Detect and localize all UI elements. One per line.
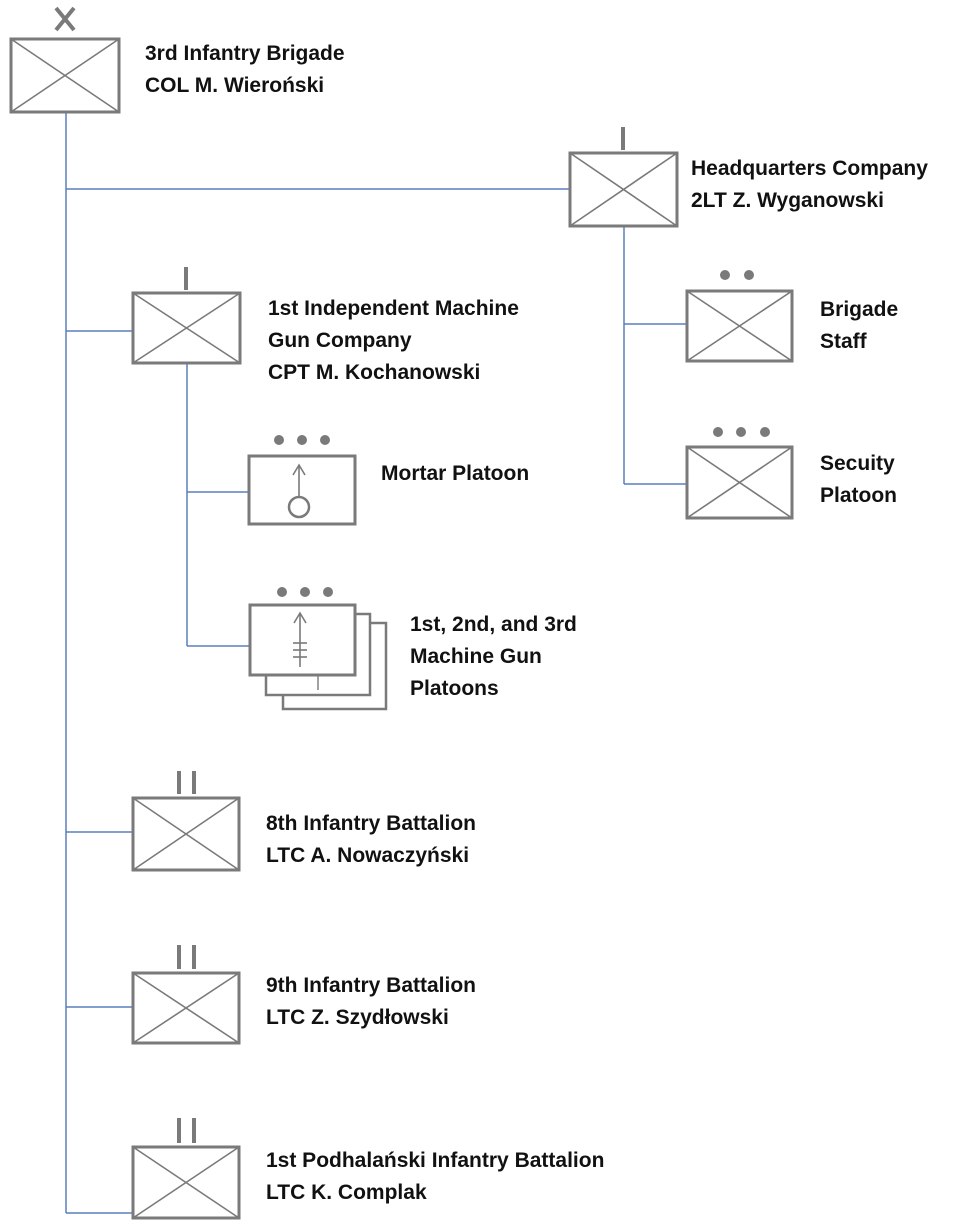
echelon-dot xyxy=(736,427,746,437)
infantry-cross-line xyxy=(132,797,240,871)
unit-commander: COL M. Wieroński xyxy=(145,74,325,97)
unit-symbol-mortar-platoon xyxy=(247,454,357,526)
unit-name-2: Gun Company xyxy=(268,329,412,352)
unit-frame xyxy=(247,454,357,526)
unit-label-8th-battalion: 8th Infantry Battalion LTC A. Nowaczyńsk… xyxy=(266,808,476,872)
unit-label-security-platoon: Secuity Platoon xyxy=(820,448,897,512)
infantry-cross-line xyxy=(132,972,240,1044)
unit-name: 1st Podhalański Infantry Battalion xyxy=(266,1149,605,1172)
echelon-dot xyxy=(744,270,754,280)
unit-label-mg-platoons: 1st, 2nd, and 3rd Machine Gun Platoons xyxy=(410,609,577,705)
unit-symbol-security-platoon xyxy=(685,445,794,520)
unit-name-3: Platoons xyxy=(410,677,499,700)
echelon-dot xyxy=(277,587,287,597)
connector-lines xyxy=(65,112,687,1214)
echelon-dot xyxy=(320,435,330,445)
echelon-dot xyxy=(720,270,730,280)
unit-name: Headquarters Company xyxy=(691,157,928,180)
unit-name-2: Staff xyxy=(820,330,867,353)
unit-label-mortar-platoon: Mortar Platoon xyxy=(381,458,529,490)
echelon-dot xyxy=(713,427,723,437)
unit-symbol-brigade xyxy=(9,37,121,114)
unit-commander: LTC A. Nowaczyński xyxy=(266,844,470,867)
infantry-cross-line xyxy=(132,1146,240,1219)
unit-name-2: Platoon xyxy=(820,484,897,507)
infantry-cross-line xyxy=(132,292,241,364)
unit-label-brigade-staff: Brigade Staff xyxy=(820,294,898,358)
mg-arrow-head xyxy=(293,611,307,624)
unit-label-9th-battalion: 9th Infantry Battalion LTC Z. Szydłowski xyxy=(266,970,476,1034)
unit-name: Mortar Platoon xyxy=(381,462,530,485)
unit-label-brigade: 3rd Infantry Brigade COL M. Wieroński xyxy=(145,38,345,102)
unit-symbol-8th-battalion xyxy=(131,796,241,872)
echelon-dot xyxy=(297,435,307,445)
echelon-dot xyxy=(274,435,284,445)
unit-name: 1st, 2nd, and 3rd xyxy=(410,613,577,636)
unit-name: 1st Independent Machine xyxy=(268,297,519,320)
unit-label-hq-company: Headquarters Company 2LT Z. Wyganowski xyxy=(691,153,928,217)
mortar-arrow-head xyxy=(292,463,306,476)
infantry-cross-line xyxy=(686,446,793,519)
unit-name: Brigade xyxy=(820,298,899,321)
unit-frame xyxy=(248,603,357,677)
infantry-cross-line xyxy=(569,152,678,227)
unit-symbol-9th-battalion xyxy=(131,971,241,1045)
unit-name: Secuity xyxy=(820,452,895,475)
echelon-x-stroke xyxy=(54,6,76,32)
echelon-dot xyxy=(300,587,310,597)
unit-commander: CPT M. Kochanowski xyxy=(268,361,481,384)
unit-name-2: Machine Gun xyxy=(410,645,542,668)
unit-commander: LTC Z. Szydłowski xyxy=(266,1006,449,1029)
echelon-mark-x xyxy=(54,6,76,32)
unit-name: 3rd Infantry Brigade xyxy=(145,42,345,65)
infantry-cross-line xyxy=(686,290,793,362)
unit-commander: 2LT Z. Wyganowski xyxy=(691,189,884,212)
unit-name: 8th Infantry Battalion xyxy=(266,812,477,835)
unit-symbol-podhalanski-battalion xyxy=(131,1145,241,1220)
unit-symbol-mg-platoons xyxy=(248,603,388,711)
echelon-dot xyxy=(323,587,333,597)
infantry-cross-line xyxy=(10,38,120,113)
echelon-dot xyxy=(760,427,770,437)
unit-commander: LTC K. Complak xyxy=(266,1181,427,1204)
unit-name: 9th Infantry Battalion xyxy=(266,974,477,997)
unit-label-podhalanski-battalion: 1st Podhalański Infantry Battalion LTC K… xyxy=(266,1145,604,1209)
unit-symbol-hq-company xyxy=(568,151,679,228)
unit-symbol-mg-company xyxy=(131,291,242,365)
unit-symbol-brigade-staff xyxy=(685,289,794,363)
unit-label-mg-company: 1st Independent Machine Gun Company CPT … xyxy=(268,293,519,389)
